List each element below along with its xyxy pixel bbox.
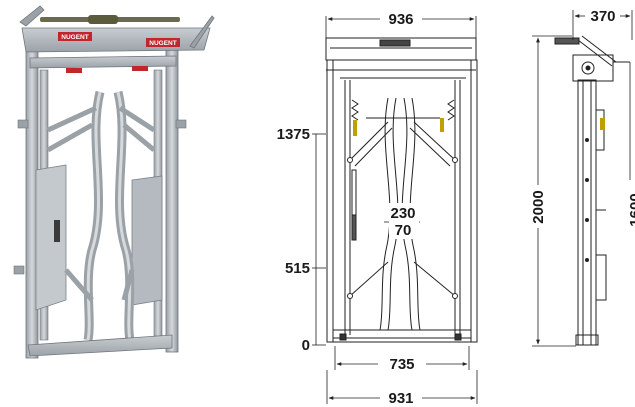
dim-width-bottom: 931 — [388, 390, 413, 407]
top-rail — [21, 27, 211, 53]
front-right-neck-bar — [409, 97, 421, 331]
side-column — [577, 79, 597, 346]
dim-gap-230: 230 — [390, 205, 415, 222]
dim-height-partial: 1600 — [627, 193, 635, 226]
dim-width-inner: 735 — [389, 356, 414, 373]
release-handle — [54, 220, 60, 242]
product-photo: NUGENT NUGENT — [13, 5, 215, 359]
bottom-rail — [27, 334, 173, 357]
brand-label-left: NUGENT — [61, 34, 88, 41]
brand-plate-right — [146, 38, 180, 47]
front-left-neck-bar — [379, 97, 391, 331]
top-handle — [189, 15, 215, 49]
brand-plate-left — [58, 32, 92, 41]
side-top-head — [572, 54, 614, 82]
front-top-assembly — [325, 37, 477, 61]
side-dimensions — [532, 10, 633, 347]
dim-height-515: 515 — [285, 260, 310, 277]
top-rail-lower — [29, 55, 177, 69]
dim-gap-70: 70 — [395, 222, 412, 239]
brand-label-right: NUGENT — [149, 40, 176, 47]
dim-height-total: 2000 — [530, 190, 547, 223]
front-view-drawing — [325, 37, 478, 343]
front-dimensions — [312, 16, 478, 404]
right-upright — [165, 39, 179, 353]
left-panel — [35, 164, 67, 311]
dim-height-1375: 1375 — [277, 126, 310, 143]
dim-depth: 370 — [590, 8, 615, 25]
side-view-drawing — [554, 35, 630, 346]
right-panel — [131, 175, 163, 306]
dim-height-0: 0 — [302, 337, 310, 354]
dim-width-top: 936 — [388, 11, 413, 28]
